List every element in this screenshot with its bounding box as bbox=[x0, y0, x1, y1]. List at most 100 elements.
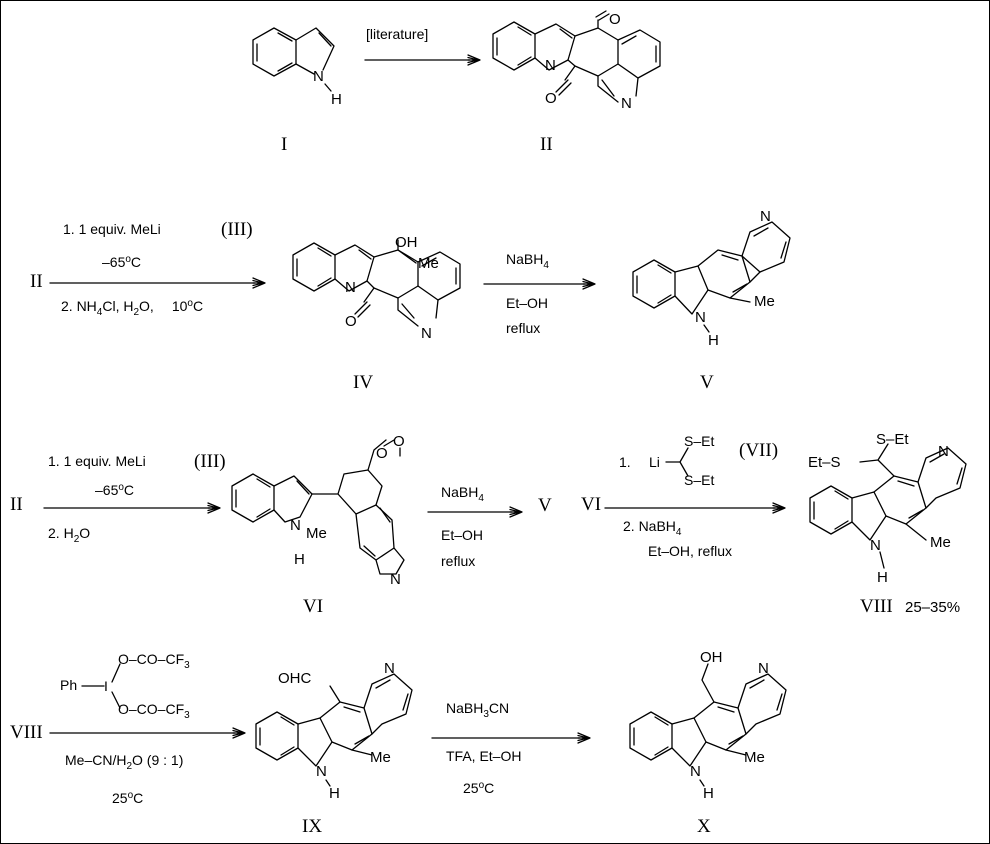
compound-VIII-structure: S–Et Et–S N Me N H bbox=[808, 431, 967, 586]
arrowhead-step8 bbox=[577, 732, 591, 744]
step3-reagent3: reflux bbox=[506, 320, 540, 336]
step5-reagent2: Et–OH bbox=[441, 527, 483, 543]
step5-reagent3: reflux bbox=[441, 553, 475, 569]
step7-start: VIII bbox=[10, 722, 43, 743]
step8-reagent3: 25oC bbox=[463, 780, 494, 796]
atom-S-Et: S–Et bbox=[876, 431, 909, 448]
atom-O-CO-CF3: O–CO–CF3 bbox=[118, 701, 190, 721]
step2-line1: 1. 1 equiv. MeLi bbox=[63, 221, 161, 237]
compound-VI-structure: O O N Me H N bbox=[231, 433, 405, 588]
atom-N: N bbox=[345, 279, 356, 296]
step4-start: II bbox=[10, 494, 23, 515]
arrowhead-step5 bbox=[509, 506, 523, 518]
atom-N: N bbox=[313, 68, 324, 85]
arrowhead-step3 bbox=[582, 278, 596, 290]
atom-H: H bbox=[331, 91, 342, 108]
atom-N: N bbox=[290, 517, 301, 534]
reagent-VII-structure: Li S–Et S–Et bbox=[649, 433, 714, 488]
label-compound-IX: IX bbox=[302, 816, 322, 837]
arrowhead-step7 bbox=[232, 727, 246, 739]
atom-O: O bbox=[609, 11, 621, 28]
atom-H: H bbox=[329, 785, 340, 802]
atom-N: N bbox=[938, 443, 949, 460]
step6-line3: Et–OH, reflux bbox=[648, 543, 732, 559]
step5-product: V bbox=[538, 495, 552, 516]
label-compound-VIII: VIII bbox=[860, 596, 893, 617]
step2-start: II bbox=[30, 271, 43, 292]
arrowhead-step1 bbox=[467, 54, 481, 66]
step4-line1: 1. 1 equiv. MeLi bbox=[48, 453, 146, 469]
atom-Li: Li bbox=[649, 454, 660, 470]
step4-line1-ref: (III) bbox=[194, 451, 226, 472]
step7-line2: 25oC bbox=[112, 790, 143, 806]
compound-VIII-yield: 25–35% bbox=[905, 599, 960, 616]
step3-reagent2: Et–OH bbox=[506, 295, 548, 311]
atom-H: H bbox=[708, 332, 719, 349]
step7-line1: Me–CN/H2O (9 : 1) bbox=[65, 752, 183, 772]
atom-O: O bbox=[345, 313, 357, 330]
step4-line2: –65oC bbox=[95, 482, 134, 498]
atom-N: N bbox=[545, 57, 556, 74]
atom-N: N bbox=[690, 763, 701, 780]
step3-reagent1: NaBH4 bbox=[506, 251, 549, 271]
arrowhead-step6 bbox=[772, 502, 786, 514]
label-compound-IV: IV bbox=[353, 372, 373, 393]
atom-S-Et: S–Et bbox=[684, 472, 714, 488]
atom-S-Et: S–Et bbox=[684, 433, 714, 449]
atom-Me: Me bbox=[744, 749, 765, 766]
arrowhead-step4 bbox=[207, 502, 221, 514]
atom-H: H bbox=[877, 569, 888, 586]
atom-OHC: OHC bbox=[278, 670, 312, 687]
step4-line3: 2. H2O bbox=[48, 525, 90, 545]
atom-O: O bbox=[393, 433, 405, 450]
atom-H: H bbox=[294, 551, 305, 568]
atom-Me: Me bbox=[370, 749, 391, 766]
atom-OH: OH bbox=[395, 234, 418, 251]
step6-line1-ref: (VII) bbox=[739, 440, 778, 461]
atom-H: H bbox=[703, 785, 714, 802]
atom-Me: Me bbox=[306, 525, 327, 542]
atom-N: N bbox=[421, 325, 432, 342]
atom-N: N bbox=[760, 208, 771, 225]
atom-Me: Me bbox=[418, 255, 439, 272]
atom-Me: Me bbox=[754, 293, 775, 310]
step2-line3: 2. NH4Cl, H2O,10oC bbox=[61, 298, 203, 318]
step2-line1-ref: (III) bbox=[221, 219, 253, 240]
atom-N: N bbox=[870, 537, 881, 554]
label-compound-X: X bbox=[697, 816, 711, 837]
step1-reagent: [literature] bbox=[366, 26, 428, 42]
arrowhead-step2 bbox=[252, 277, 266, 289]
atom-Ph: Ph bbox=[60, 677, 77, 693]
compound-X-structure: OH N Me N H bbox=[629, 649, 787, 802]
compound-IV-structure: OH Me N O N bbox=[292, 234, 461, 342]
compound-V-structure: N Me N H bbox=[632, 208, 791, 349]
atom-N: N bbox=[316, 763, 327, 780]
step2-line2: –65oC bbox=[102, 254, 141, 270]
atom-N: N bbox=[695, 309, 706, 326]
atom-I: I bbox=[104, 678, 108, 694]
atom-O: O bbox=[376, 445, 388, 462]
step5-reagent1: NaBH4 bbox=[441, 484, 484, 504]
compound-I-structure: N H bbox=[252, 27, 342, 108]
step6-line1: 1. bbox=[619, 454, 631, 470]
compound-II-structure: N O O N bbox=[492, 10, 661, 112]
atom-N: N bbox=[621, 95, 632, 112]
label-compound-II: II bbox=[540, 134, 553, 155]
step6-start: VI bbox=[581, 494, 601, 515]
reagent-PIFA-structure: Ph I O–CO–CF3 O–CO–CF3 bbox=[60, 651, 190, 721]
step8-reagent2: TFA, Et–OH bbox=[446, 748, 521, 764]
atom-O-CO-CF3: O–CO–CF3 bbox=[118, 651, 190, 671]
label-compound-I: I bbox=[281, 134, 287, 155]
atom-N: N bbox=[390, 571, 401, 588]
label-compound-VI: VI bbox=[303, 596, 323, 617]
compound-IX-structure: OHC N Me N H bbox=[255, 660, 413, 802]
atom-O: O bbox=[545, 90, 557, 107]
atom-OH: OH bbox=[700, 649, 723, 666]
atom-N: N bbox=[758, 660, 769, 677]
step8-reagent1: NaBH3CN bbox=[446, 700, 509, 720]
atom-Me: Me bbox=[930, 534, 951, 551]
step6-line2: 2. NaBH4 bbox=[623, 518, 682, 538]
label-compound-V: V bbox=[700, 372, 714, 393]
